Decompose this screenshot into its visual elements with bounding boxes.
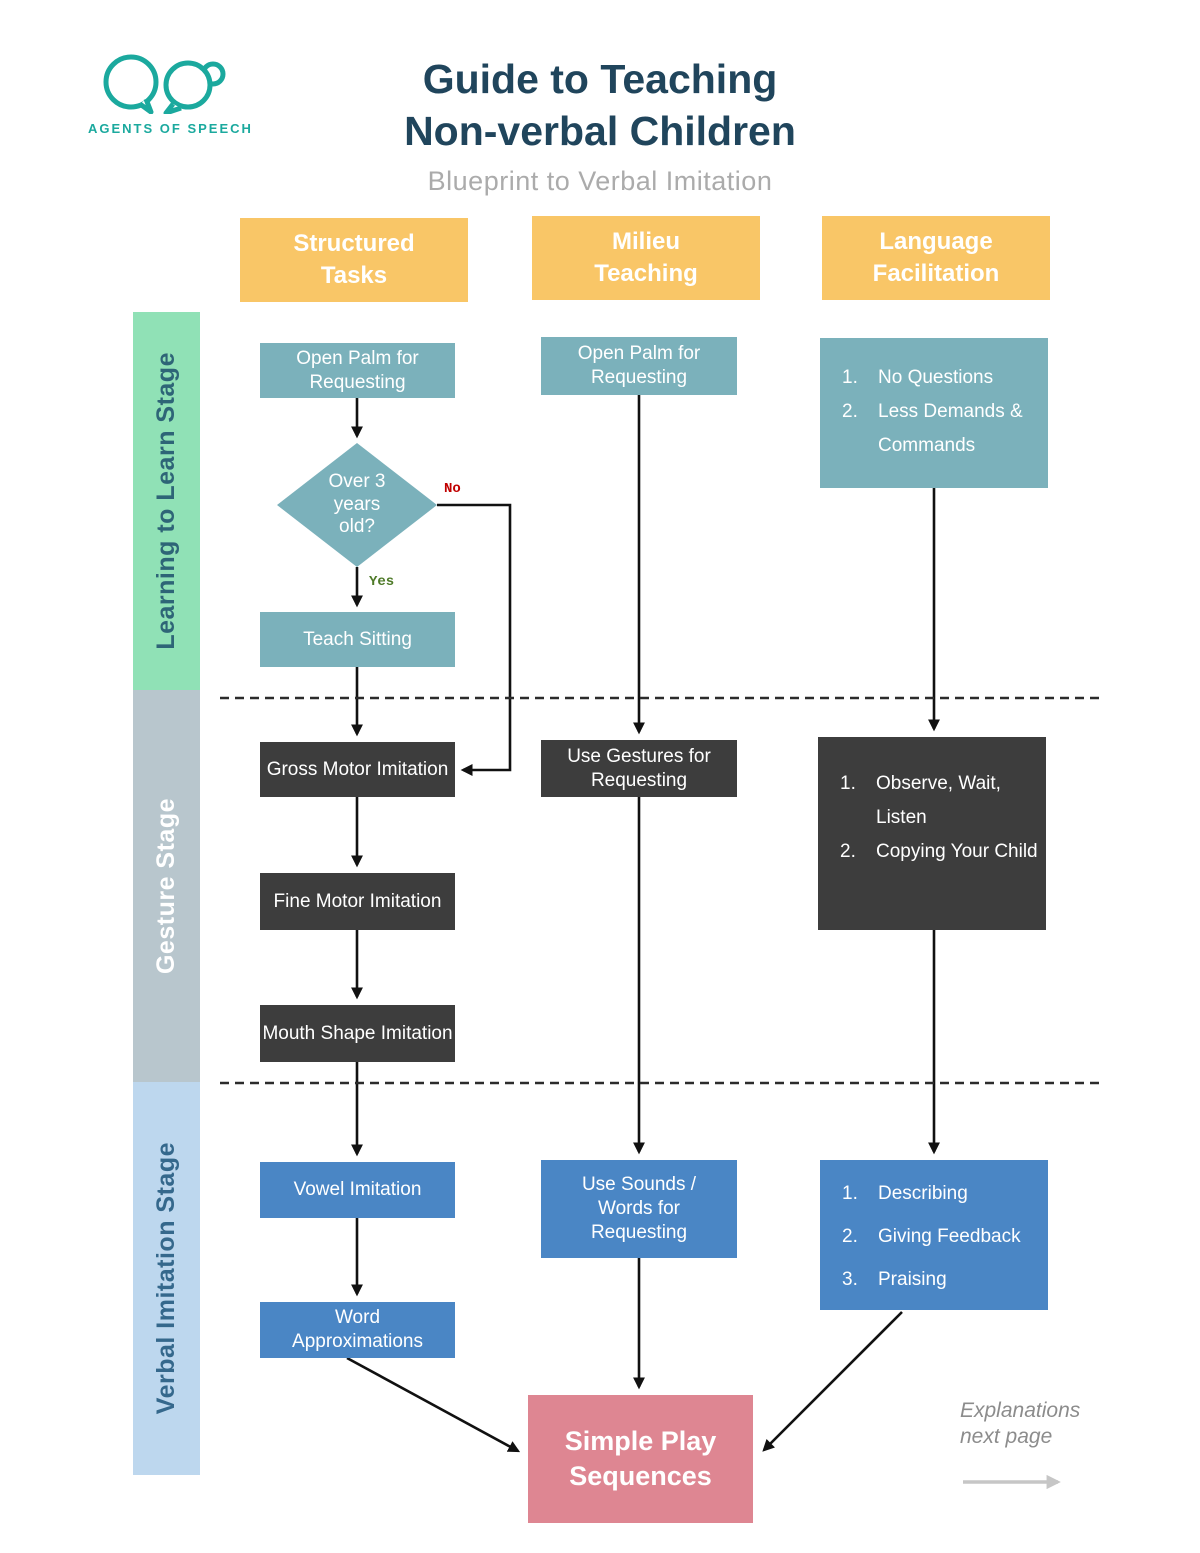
brand-logo: AGENTS OF SPEECH [88, 52, 253, 136]
node-simple-play-sequences: Simple Play Sequences [528, 1395, 753, 1523]
stage-bar-gesture: Gesture Stage [133, 690, 200, 1082]
list-text: Copying Your Child [876, 841, 1038, 862]
title-line-2: Non-verbal Children [404, 107, 796, 154]
list-language-gesture-stage: 1. Observe, Wait, Listen 2. Copying Your… [818, 737, 1046, 930]
list-text: Describing [878, 1183, 968, 1204]
list-item: 1. No Questions [842, 361, 1040, 395]
list-language-verbal-stage: 1. Describing 2. Giving Feedback 3. Prai… [820, 1160, 1048, 1310]
explanations-note: Explanations next page [960, 1398, 1130, 1449]
list-item: 1. Describing [842, 1177, 1040, 1211]
list-number: 1. [842, 367, 858, 388]
list-text: Observe, Wait, Listen [876, 773, 1001, 828]
node-word-approximations: Word Approximations [260, 1302, 455, 1358]
node-use-sounds-words-for-requesting: Use Sounds / Words for Requesting [541, 1160, 737, 1258]
list-number: 2. [842, 401, 858, 422]
speech-bubbles-icon [103, 54, 226, 116]
node-vowel-imitation: Vowel Imitation [260, 1162, 455, 1218]
list-text: Less Demands & Commands [878, 401, 1023, 456]
note-line-1: Explanations [960, 1399, 1081, 1422]
column-header-language-facilitation: Language Facilitation [822, 216, 1050, 300]
node-open-palm-requesting-milieu: Open Palm for Requesting [541, 337, 737, 395]
node-use-gestures-for-requesting: Use Gestures for Requesting [541, 740, 737, 797]
column-header-milieu-teaching: Milieu Teaching [532, 216, 760, 300]
page-subtitle: Blueprint to Verbal Imitation [427, 166, 773, 197]
branch-label-yes: Yes [369, 574, 395, 590]
node-mouth-shape-imitation: Mouth Shape Imitation [260, 1005, 455, 1062]
node-gross-motor-imitation: Gross Motor Imitation [260, 742, 455, 797]
stage-label-learning-to-learn: Learning to Learn Stage [152, 352, 180, 650]
list-number: 2. [842, 1226, 858, 1247]
page-title: Guide to Teaching Non-verbal Children Bl… [290, 54, 910, 197]
node-fine-motor-imitation: Fine Motor Imitation [260, 873, 455, 930]
note-line-2: next page [960, 1424, 1053, 1448]
branch-label-no: No [444, 481, 461, 497]
list-number: 3. [842, 1269, 858, 1290]
list-item: 2. Giving Feedback [842, 1220, 1040, 1254]
list-item: 3. Praising [842, 1263, 1040, 1297]
column-header-structured-tasks: Structured Tasks [240, 218, 468, 302]
list-text: Giving Feedback [878, 1226, 1021, 1247]
stage-label-verbal-imitation: Verbal Imitation Stage [152, 1142, 180, 1415]
node-teach-sitting: Teach Sitting [260, 612, 455, 667]
stage-bar-learning-to-learn: Learning to Learn Stage [133, 312, 200, 690]
stage-label-gesture: Gesture Stage [152, 797, 180, 974]
list-text: Praising [878, 1269, 947, 1290]
list-text: No Questions [878, 367, 994, 388]
list-number: 1. [842, 1183, 858, 1204]
diamond-shape [277, 443, 437, 567]
title-line-1: Guide to Teaching [422, 56, 778, 102]
brand-name: AGENTS OF SPEECH [88, 121, 253, 136]
node-open-palm-requesting-structured: Open Palm for Requesting [260, 343, 455, 398]
list-language-learning-stage: 1. No Questions 2. Less Demands & Comman… [820, 338, 1048, 488]
list-item: 2. Less Demands & Commands [842, 395, 1040, 463]
list-item: 1. Observe, Wait, Listen [840, 767, 1038, 835]
list-number: 2. [840, 841, 856, 862]
decision-label: Over 3 years old? [328, 471, 386, 538]
list-number: 1. [840, 773, 856, 794]
decision-over-3-years-old: Over 3 years old? [277, 443, 437, 567]
stage-bar-verbal-imitation: Verbal Imitation Stage [133, 1082, 200, 1475]
list-item: 2. Copying Your Child [840, 835, 1038, 869]
